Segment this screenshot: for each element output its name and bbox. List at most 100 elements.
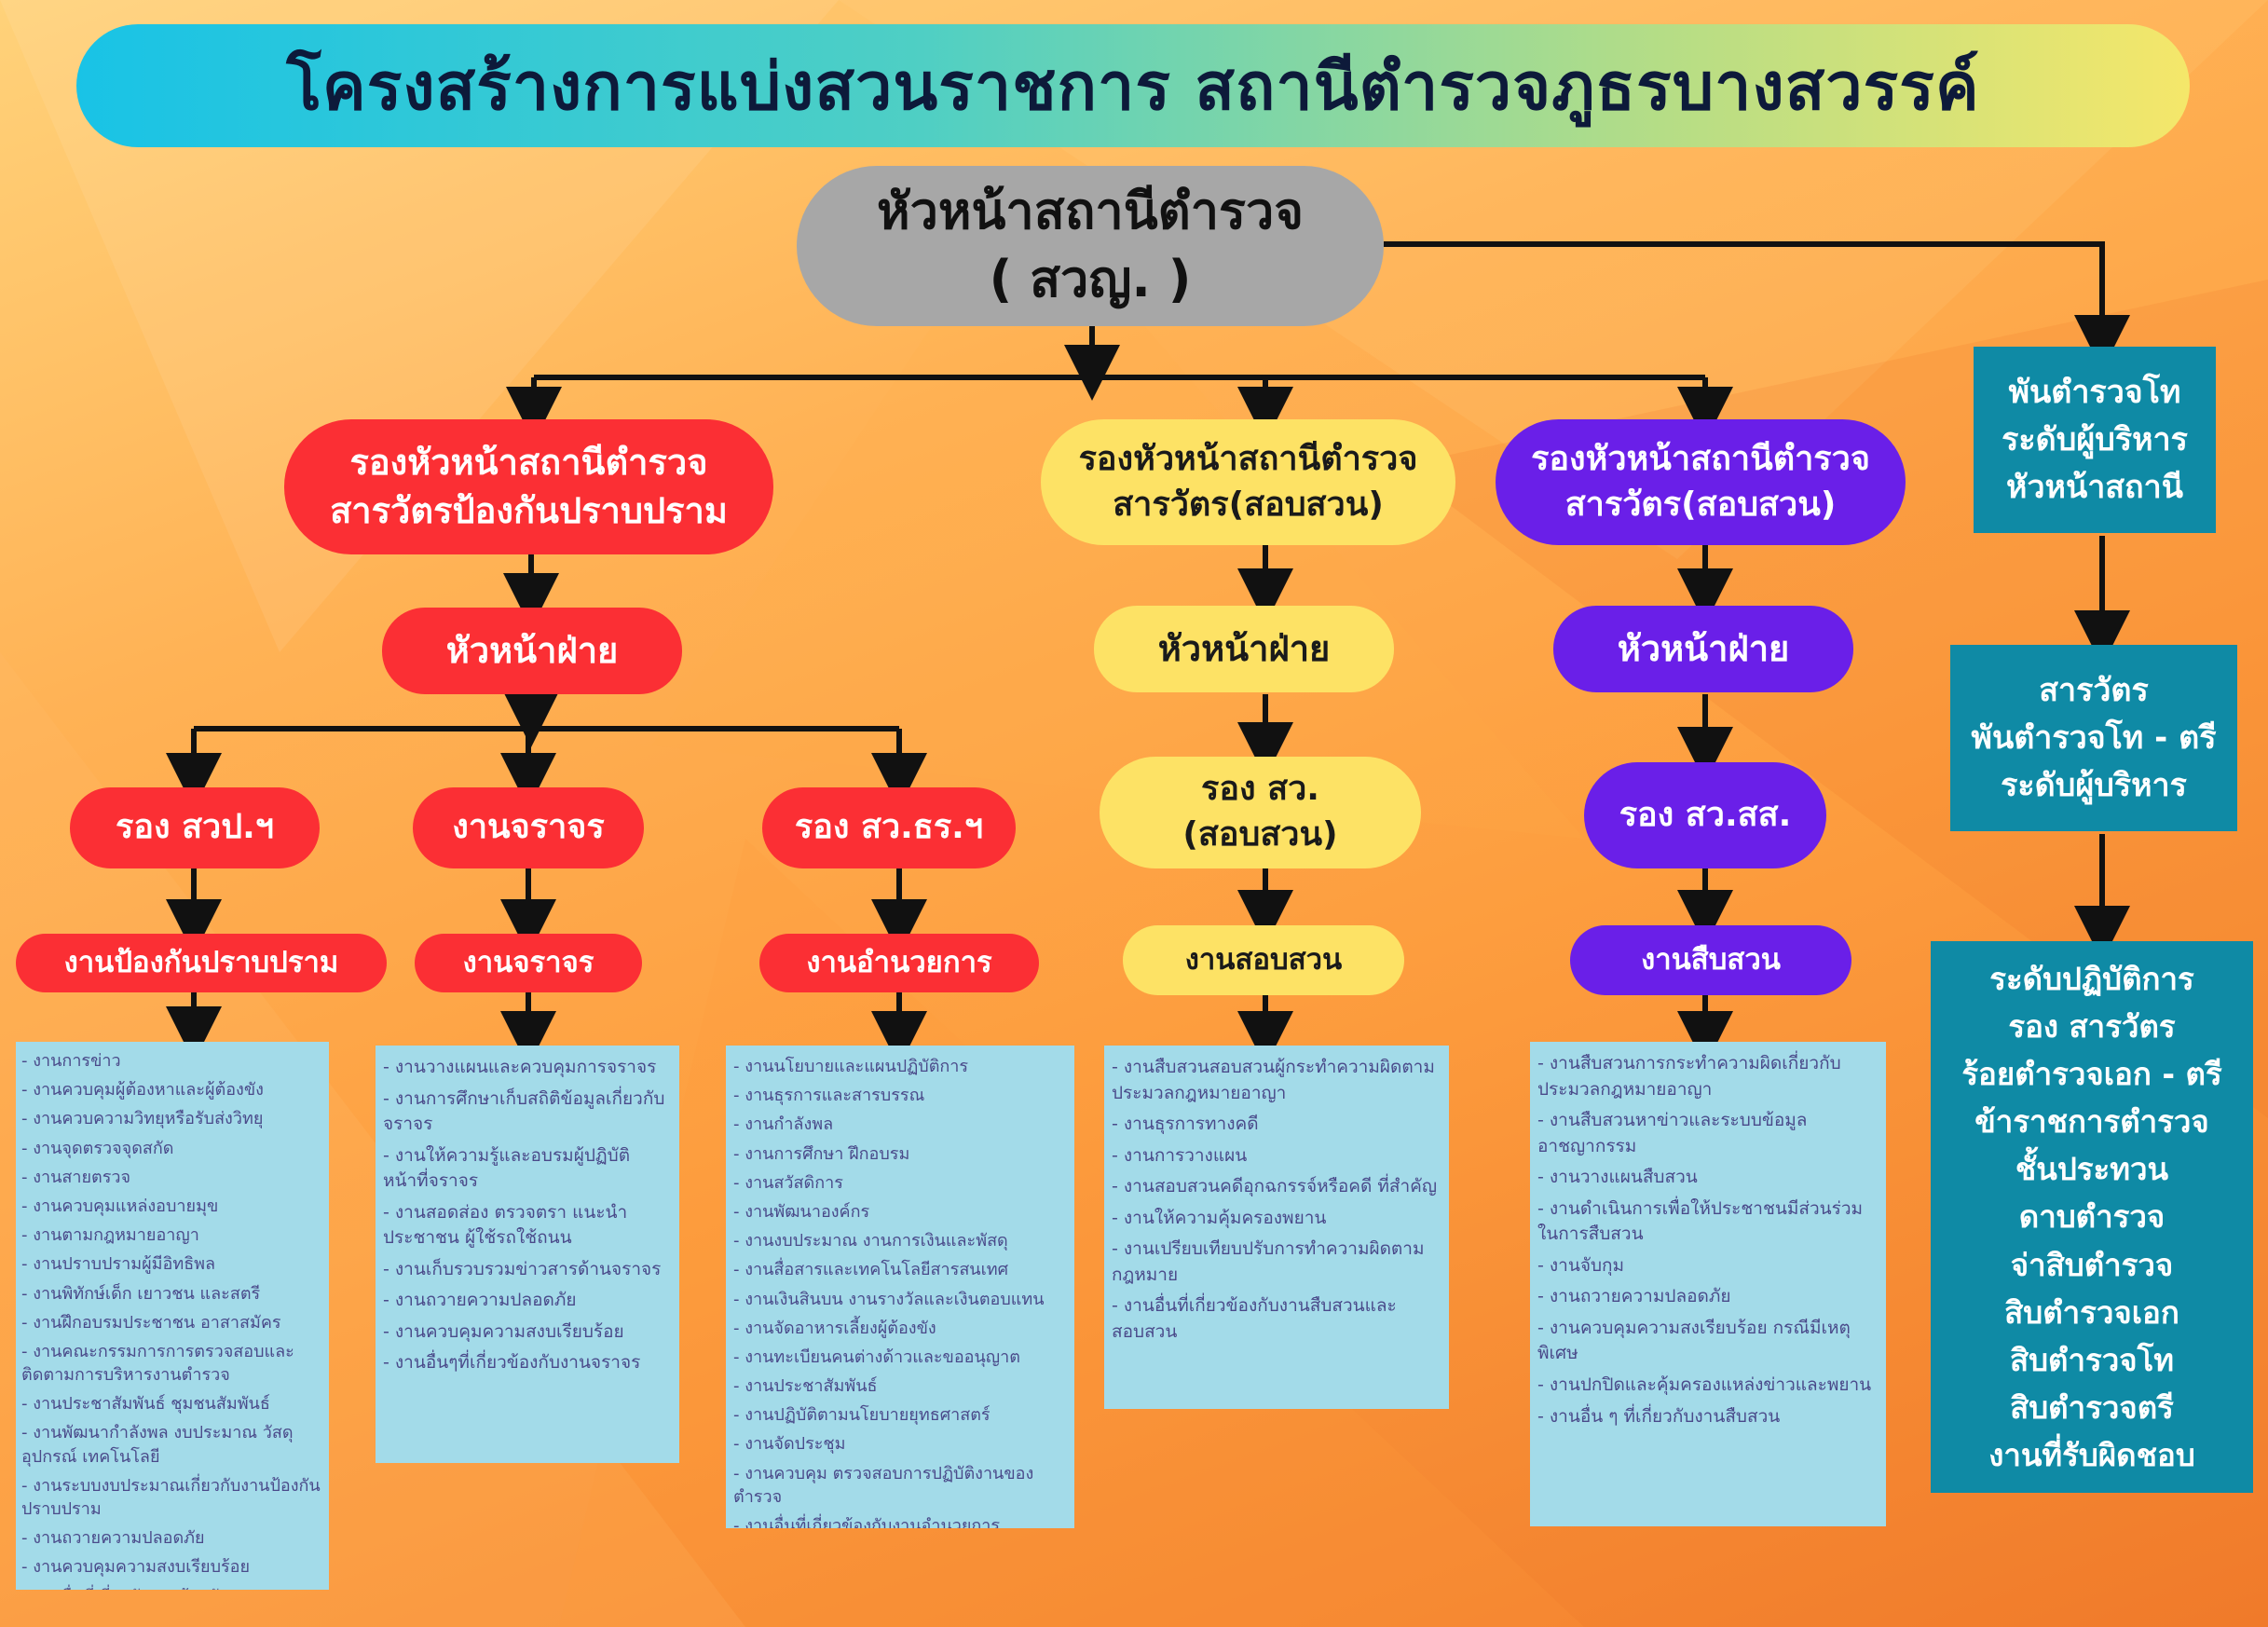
task-item: - งานตามกฎหมายอาญา — [21, 1225, 199, 1246]
work-investigation: งานสอบสวน — [1123, 925, 1404, 995]
task-item: - งานการวางแผน — [1112, 1144, 1248, 1166]
task-item: - งานเปรียบเทียบปรับการทำความผิดตามกฎหมา… — [1112, 1238, 1425, 1285]
investigation-section-head-label: หัวหน้าฝ่าย — [1157, 627, 1331, 669]
task-item: - งานจัดอาหารเลี้ยงผู้ต้องขัง — [733, 1318, 936, 1338]
unit-deputy-admin: รอง สว.ธร.ฯ — [762, 787, 1016, 868]
unit-deputy-detective-label: รอง สว.สส. — [1619, 795, 1792, 834]
exec-box3-line2: รอง สารวัตร — [2008, 1007, 2176, 1045]
task-item: - งานคณะกรรมการการตรวจสอบและติดตามการบริ… — [21, 1341, 294, 1386]
unit-deputy-investigation-line1: รอง สว. — [1201, 770, 1319, 809]
deputy-investigation-line1: รองหัวหน้าสถานีตำรวจ — [1078, 439, 1418, 478]
deputy-investigation-line2: สารวัตร(สอบสวน) — [1113, 485, 1384, 524]
prevention-section-head: หัวหน้าฝ่าย — [382, 608, 682, 694]
task-item: - งานกำลังพล — [733, 1114, 834, 1135]
task-item: - งานพิทักษ์เด็ก เยาวชน และสตรี — [21, 1283, 261, 1304]
task-item: - งานประชาสัมพันธ์ — [733, 1376, 878, 1397]
task-item: - งานการศึกษาเก็บสถิติข้อมูลเกี่ยวกับจรา… — [383, 1087, 665, 1135]
exec-box3-line6: ดาบตำรวจ — [2018, 1198, 2166, 1236]
task-list-prevention: - งานการข่าว - งานควบคุมผู้ต้องหาและผู้ต้… — [16, 1042, 329, 1590]
exec-box-inspector: สารวัตร พันตำรวจโท - ตรี ระดับผู้บริหาร — [1950, 645, 2237, 831]
task-item: - งานวางแผนสืบสวน — [1537, 1167, 1698, 1188]
work-prevention-label: งานป้องกันปราบปราม — [63, 945, 339, 979]
exec-box3-line3: ร้อยตำรวจเอก - ตรี — [1961, 1056, 2222, 1092]
prevention-section-head-label: หัวหน้าฝ่าย — [445, 629, 619, 671]
work-prevention: งานป้องกันปราบปราม — [16, 934, 387, 992]
task-item: - งานการศึกษา ฝึกอบรม — [733, 1143, 910, 1164]
task-item: - งานระบบงบประมาณเกี่ยวกับงานป้องกันปราบ… — [21, 1475, 321, 1519]
task-item: - งานอื่นที่เกี่ยวกับงานป้องกันปราบปราม — [21, 1585, 323, 1590]
exec-box-station-head: พันตำรวจโท ระดับผู้บริหาร หัวหน้าสถานี — [1974, 347, 2216, 533]
unit-traffic-label: งานจราจร — [452, 808, 605, 847]
task-item: - งานอื่นที่เกี่ยวข้องกับงานสืบสวนและสอบ… — [1112, 1295, 1397, 1342]
task-item: - งานดำเนินการเพื่อให้ประชาชนมีส่วนร่วมใ… — [1537, 1197, 1864, 1245]
task-item: - งานควบคุมผู้ต้องหาและผู้ต้องขัง — [21, 1080, 264, 1101]
task-item: - งานถวายความปลอดภัย — [21, 1528, 205, 1549]
unit-deputy-investigation-line2: (สอบสวน) — [1182, 815, 1338, 854]
task-item: - งานการข่าว — [21, 1051, 121, 1071]
work-traffic: งานจราจร — [415, 934, 642, 992]
task-item: - งานธุรการและสารบรรณ — [733, 1086, 925, 1106]
task-item: - งานสายตรวจ — [21, 1167, 131, 1187]
exec-box2-line3: ระดับผู้บริหาร — [2001, 766, 2187, 804]
task-item: - งานสืบสวนสอบสวนผู้กระทำความผิดตามประมว… — [1112, 1057, 1435, 1103]
task-item: - งานเก็บรวบรวมข่าวสารด้านจราจร — [383, 1258, 662, 1279]
work-detective-label: งานสืบสวน — [1641, 942, 1781, 977]
exec-box2-line1: สารวัตร — [2039, 671, 2149, 709]
exec-box3-line9: สิบตำรวจโท — [2009, 1341, 2175, 1378]
task-item: - งานปฏิบัติตามนโยบายยุทธศาสตร์ — [733, 1405, 991, 1426]
task-item: - งานฝึกอบรมประชาชน อาสาสมัคร — [21, 1312, 281, 1333]
detective-section-head: หัวหน้าฝ่าย — [1553, 606, 1853, 692]
task-item: - งานสืบสวนหาข่าวและระบบข้อมูลอาชญากรรม — [1537, 1110, 1808, 1156]
exec-box1-line3: หัวหน้าสถานี — [2006, 468, 2183, 506]
task-item: - งานนโยบายและแผนปฏิบัติการ — [733, 1057, 969, 1076]
deputy-investigation-node: รองหัวหน้าสถานีตำรวจ สารวัตร(สอบสวน) — [1041, 419, 1455, 545]
exec-box3-line4: ข้าราชการตำรวจ — [1974, 1103, 2209, 1141]
task-item: - งานธุรการทางคดี — [1112, 1114, 1259, 1135]
deputy-prevention-line2: สารวัตรป้องกันปราบปราม — [330, 489, 728, 531]
work-investigation-label: งานสอบสวน — [1184, 942, 1343, 977]
task-item: - งานพัฒนากำลังพล งบประมาณ วัสดุ อุปกรณ์… — [21, 1423, 294, 1467]
unit-deputy-prevention: รอง สวป.ฯ — [70, 787, 320, 868]
task-item: - งานควบคุม ตรวจสอบการปฏิบัติงานของตำรวจ — [733, 1463, 1034, 1507]
exec-box1-line2: ระดับผู้บริหาร — [2002, 420, 2188, 458]
task-item: - งานเงินสินบน งานรางวัลและเงินตอบแทน — [733, 1289, 1045, 1309]
task-item: - งานควบคุมความสงเรียบร้อย กรณีมีเหตุพิเ… — [1537, 1317, 1851, 1364]
deputy-detective-line2: สารวัตร(สอบสวน) — [1564, 485, 1837, 524]
deputy-prevention-node: รองหัวหน้าสถานีตำรวจ สารวัตรป้องกันปราบป… — [284, 419, 773, 554]
task-item: - งานพัฒนาองค์กร — [733, 1201, 870, 1222]
unit-deputy-prevention-label: รอง สวป.ฯ — [116, 808, 274, 847]
work-admin: งานอำนวยการ — [759, 934, 1039, 992]
task-item: - งานงบประมาณ งานการเงินและพัสดุ — [733, 1231, 1008, 1251]
task-item: - งานควบคุมความสงบเรียบร้อย — [21, 1557, 251, 1578]
task-item: - งานสอบสวนคดีอุกฉกรรจ์หรือคดี ที่สำคัญ — [1112, 1176, 1438, 1197]
work-traffic-label: งานจราจร — [462, 945, 594, 979]
exec-box3-line7: จ่าสิบตำรวจ — [2010, 1246, 2174, 1283]
chart-title-banner: โครงสร้างการแบ่งสวนราชการ สถานีตำรวจภูธร… — [76, 24, 2190, 147]
task-list-traffic: - งานวางแผนและควบคุมการจราจร- งานการศึกษ… — [376, 1046, 679, 1463]
task-item: - งานจับกุม — [1537, 1254, 1625, 1276]
task-list-detective: - งานสืบสวนการกระทำความผิดเกี่ยวกับประมว… — [1530, 1042, 1886, 1526]
task-item: - งานอื่นที่เกี่ยวข้องกับงานอำนวยการ — [733, 1516, 1001, 1528]
station-head-title: หัวหน้าสถานีตำรวจ — [877, 182, 1304, 241]
task-item: - งานสวัสดิการ — [733, 1172, 843, 1193]
unit-traffic: งานจราจร — [413, 787, 644, 868]
task-list-admin: - งานนโยบายและแผนปฏิบัติการ - งานธุรการแล… — [726, 1046, 1074, 1528]
task-item: - งานควบคุมแหล่งอบายมุข — [21, 1196, 219, 1216]
investigation-section-head: หัวหน้าฝ่าย — [1094, 606, 1394, 692]
exec-box-operational: ระดับปฏิบัติการ รอง สารวัตร ร้อยตำรวจเอก… — [1931, 941, 2253, 1493]
task-list-investigation: - งานสืบสวนสอบสวนผู้กระทำความผิดตามประมว… — [1104, 1046, 1449, 1409]
task-item: - งานสื่อสารและเทคโนโลยีสารสนเทศ — [733, 1260, 1009, 1280]
task-item: - งานจัดประชุม — [733, 1434, 846, 1455]
task-item: - งานประชาสัมพันธ์ ชุมชนสัมพันธ์ — [21, 1394, 270, 1415]
task-item: - งานควบคุมความสงบเรียบร้อย — [383, 1320, 624, 1342]
chart-title: โครงสร้างการแบ่งสวนราชการ สถานีตำรวจภูธร… — [286, 48, 1980, 125]
station-head-abbr: ( สวญ. ) — [989, 250, 1192, 308]
exec-box3-line11: งานที่รับผิดชอบ — [1988, 1437, 2195, 1474]
task-item: - งานสืบสวนการกระทำความผิดเกี่ยวกับประมว… — [1537, 1053, 1841, 1100]
task-item: - งานควบความวิทยุหรือรับส่งวิทยุ — [21, 1109, 264, 1129]
deputy-detective-node: รองหัวหน้าสถานีตำรวจ สารวัตร(สอบสวน) — [1496, 419, 1906, 545]
exec-box3-line5: ชั้นประทวน — [2015, 1151, 2169, 1188]
task-item: - งานสอดส่อง ตรวจตรา แนะนำประชาชน ผู้ใช้… — [383, 1201, 628, 1249]
station-head-node: หัวหน้าสถานีตำรวจ ( สวญ. ) — [797, 166, 1384, 326]
task-item: - งานถวายความปลอดภัย — [383, 1290, 577, 1311]
